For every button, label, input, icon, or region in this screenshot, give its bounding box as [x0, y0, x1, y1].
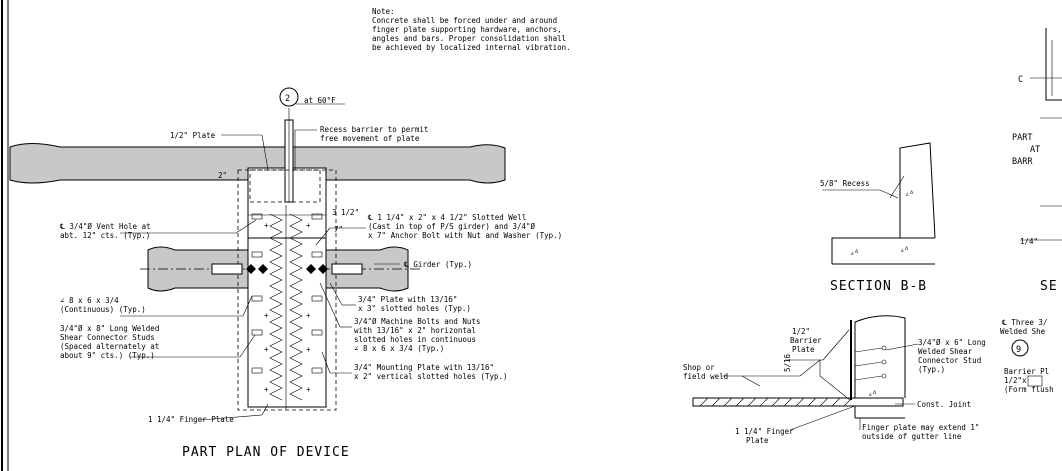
svg-text:+: + — [264, 345, 269, 354]
plan-title: PART PLAN OF DEVICE — [182, 445, 350, 460]
general-note: Note: Concrete shall be forced under and… — [372, 7, 571, 52]
stud-label-2: Welded Shear — [918, 347, 973, 356]
label-plate34-2: x 3" slotted holes (Typ.) — [358, 304, 471, 313]
label-recess-1: Recess barrier to permit — [320, 125, 428, 134]
stud-label-1: 3/4"Ø x 6" Long — [918, 338, 986, 347]
label-vent-2: abt. 12" cts. (Typ.) — [60, 231, 150, 240]
label-vent-1: ℄ 3/4"Ø Vent Hole at — [59, 222, 151, 231]
callout-9-number: 9 — [1016, 345, 1021, 355]
svg-text:+: + — [306, 345, 311, 354]
note-line-5: be achieved by localized internal vibrat… — [372, 43, 571, 52]
note-line-3: finger plate supporting hardware, anchor… — [372, 25, 562, 34]
svg-text:+: + — [264, 311, 269, 320]
right-cutoff-detail: C PART AT BARR 1/4" SE ℄ Three 3/ Welded… — [1000, 28, 1062, 394]
leader-lines — [120, 129, 400, 421]
part-plan-of-device: + + + + + + + + — [9, 87, 562, 460]
label-studs-3: (Spaced alternately at — [60, 342, 159, 351]
cut-barrier-pl: Barrier Pl — [1004, 367, 1049, 376]
label-finger-plate: 1 1/4" Finger Plate — [148, 415, 234, 424]
cut-three-2: Welded She — [1000, 327, 1046, 336]
label-angle-1: ∠ 8 x 6 x 3/4 — [60, 296, 119, 305]
label-dim-b: 7" — [334, 225, 343, 234]
barrier-plate-label-3: Plate — [792, 345, 815, 354]
left-studs: + + + + — [251, 213, 269, 394]
note-line-4: angles and bars. Proper consolidation sh… — [372, 34, 566, 43]
svg-text:+: + — [306, 221, 311, 230]
barrier-plate-label-2: Barrier — [790, 336, 822, 345]
svg-text:+: + — [264, 221, 269, 230]
label-bolts-4: ∠ 8 x 6 x 3/4 (Typ.) — [354, 344, 444, 353]
cut-barr: BARR — [1012, 157, 1033, 167]
label-well-2: (Cast in top of P/S girder) and 3/4"Ø — [368, 222, 536, 231]
section-bb-title: SECTION B-B — [830, 279, 927, 294]
bb-recess-label: 5/8" Recess — [820, 179, 870, 188]
svg-text:+: + — [306, 385, 311, 394]
label-girder: ℄ Girder (Typ.) — [403, 260, 472, 269]
cut-half-x: 1/2"x — [1004, 376, 1027, 385]
extend-label-2: outside of gutter line — [862, 432, 962, 441]
label-dim-left: 2" — [218, 171, 227, 180]
label-mount-2: x 2" vertical slotted holes (Typ.) — [354, 372, 508, 381]
label-plate34-1: 3/4" Plate with 13/16" — [358, 295, 457, 304]
extend-label-1: Finger plate may extend 1" — [862, 423, 979, 432]
label-half-plate: 1/2" Plate — [170, 131, 216, 140]
weld-label-1: Shop or — [683, 363, 715, 372]
bb-aggregate-3: ▵ᐞ — [900, 245, 909, 254]
label-studs-2: Shear Connector Studs — [60, 333, 155, 342]
label-dim-a: 3 1/2" — [332, 208, 359, 217]
cut-form: (Form flush — [1004, 385, 1054, 394]
barrier-profile — [854, 315, 906, 398]
weld-size: 5/16 — [783, 353, 792, 372]
finger-plate-hatched — [692, 397, 904, 407]
bb-aggregate-2: ▵ᐞ — [850, 248, 859, 257]
stud-label-4: (Typ.) — [918, 365, 945, 374]
finger-label-1: 1 1/4" Finger — [735, 427, 794, 436]
machine-bolts — [211, 263, 363, 275]
slotted-well — [249, 169, 321, 203]
label-bolts-2: with 13/16" x 2" horizontal — [354, 326, 476, 335]
cut-at: AT — [1030, 145, 1040, 155]
label-mount-1: 3/4" Mounting Plate with 13/16" — [354, 363, 494, 372]
stud-label-3: Connector Stud — [918, 356, 981, 365]
upper-deck-band — [9, 143, 506, 184]
const-joint-label: Const. Joint — [917, 400, 971, 409]
note-line-1: Note: — [372, 7, 395, 16]
label-well-3: x 7" Anchor Bolt with Nut and Washer (Ty… — [368, 231, 562, 240]
bb-aggregate-1: ▵ᐞ — [905, 189, 914, 198]
note-line-2: Concrete shall be forced under and aroun… — [372, 16, 557, 25]
section-b-b: ▵ᐞ ▵ᐞ ▵ᐞ 5/8" Recess SECTION B-B — [820, 142, 936, 294]
finger-plate-teeth-left — [269, 213, 283, 401]
barrier-plate-label-1: 1/2" — [792, 327, 810, 336]
finger-plate-teeth-right — [289, 213, 303, 401]
label-angle-2: (Continuous) (Typ.) — [60, 305, 146, 314]
label-bolts-1: 3/4"Ø Machine Bolts and Nuts — [354, 317, 480, 326]
device-lower-body — [247, 231, 327, 408]
weld-label-2: field weld — [683, 372, 728, 381]
callout-2-circle — [279, 87, 299, 107]
callout-9-circle — [1011, 339, 1029, 357]
cut-letter-c: C — [1018, 75, 1023, 85]
cut-three-1: ℄ Three 3/ — [1001, 318, 1047, 327]
svg-text:+: + — [264, 385, 269, 394]
barrier-detail: ▵ᐞ 5/16 Shop or field weld 1/2" Barrier … — [683, 315, 986, 445]
cut-sec: SE — [1040, 279, 1058, 294]
barrier-aggregate: ▵ᐞ — [868, 389, 877, 398]
cut-dim: 1/4" — [1020, 237, 1038, 246]
svg-text:+: + — [306, 311, 311, 320]
label-bolts-3: slotted holes in continuous — [354, 335, 476, 344]
callout-2-number: 2 — [285, 94, 290, 104]
label-well-1: ℄ 1 1/4" x 2" x 4 1/2" Slotted Well — [367, 213, 526, 222]
bb-barrier-outline — [899, 142, 936, 239]
right-studs: + + + + — [306, 213, 323, 394]
label-studs-4: about 9" cts.) (Typ.) — [60, 351, 155, 360]
cut-part: PART — [1012, 133, 1032, 143]
bb-slab-outline — [831, 237, 935, 264]
callout-2-temp: at 60°F — [304, 96, 336, 105]
finger-label-2: Plate — [746, 436, 769, 445]
label-studs-1: 3/4"Ø x 8" Long Welded — [60, 324, 159, 333]
label-recess-2: free movement of plate — [320, 134, 420, 143]
